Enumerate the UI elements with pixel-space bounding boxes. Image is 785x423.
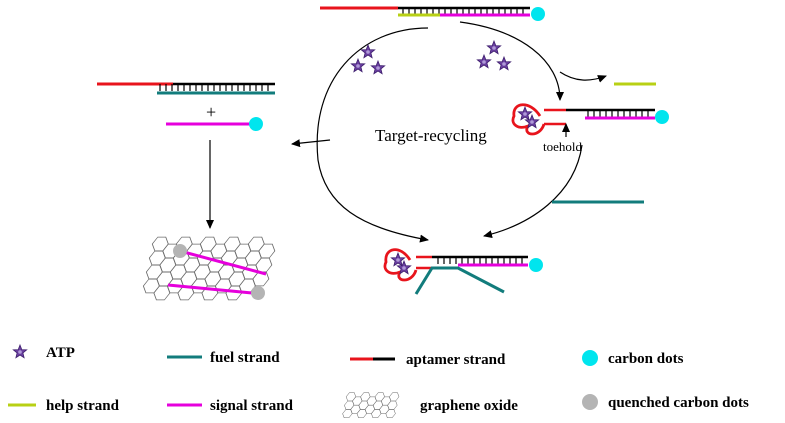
legend: ATP help strand fuel strand signal stran… [8,344,749,418]
plus-sign: + [206,102,216,122]
toehold-label: toehold [543,139,582,154]
right-atp-bound-complex [511,103,669,137]
help-strand-release-arrow [559,71,607,83]
cycle-arrow-to-left [291,139,331,148]
legend-carbon-dots-label: carbon dots [608,351,684,367]
legend-quenched-carbon-dots: quenched carbon dots [582,394,749,411]
atp-cluster-2 [476,40,512,71]
legend-help-strand: help strand [8,398,120,414]
legend-fuel-strand-label: fuel strand [210,350,280,366]
legend-aptamer-strand: aptamer strand [350,352,506,368]
bottom-fuel-strand [414,266,505,295]
cycle-arrow-right-top [459,21,564,101]
adsorbed-signal-strand-1 [179,249,267,276]
legend-carbon-dots: carbon dots [582,350,684,367]
bottom-duplex-rungs [437,257,523,264]
hexagon-sheet-icon [341,392,401,418]
legend-atp-label: ATP [46,345,75,361]
quenched-dot-2 [251,286,265,300]
legend-quenched-carbon-dots-label: quenched carbon dots [608,395,749,411]
legend-signal-strand: signal strand [167,398,294,414]
legend-atp: ATP [12,344,75,361]
top-duplex-rungs [402,8,524,14]
top-carbon-dot [531,7,545,21]
cycle-arrow-top-left [316,27,429,243]
right-carbon-dot [655,110,669,124]
cyan-circle-icon [582,350,598,366]
left-duplex-complex [97,82,275,95]
bottom-aptamer-loop [383,248,418,282]
gray-circle-icon [582,394,598,410]
legend-graphene-oxide: graphene oxide [341,392,518,418]
legend-graphene-oxide-label: graphene oxide [420,398,518,414]
left-duplex-rungs [159,84,269,91]
atp-star-icon [12,344,28,359]
target-recycling-label: Target-recycling [375,126,487,145]
right-aptamer-loop [511,103,546,136]
right-duplex-rungs [587,110,649,117]
bottom-strand-displacement-complex [383,248,543,295]
adsorbed-signal-strand-2 [167,283,253,295]
cycle-arrow-right-bottom [483,144,583,239]
legend-help-strand-label: help strand [46,398,120,414]
top-duplex-complex [320,6,545,21]
legend-fuel-strand: fuel strand [167,350,280,366]
quenched-dot-1 [173,244,187,258]
legend-signal-strand-label: signal strand [210,398,294,414]
legend-aptamer-strand-label: aptamer strand [406,352,506,368]
atp-cluster-1 [350,44,386,75]
bottom-carbon-dot [529,258,543,272]
left-carbon-dot [249,117,263,131]
